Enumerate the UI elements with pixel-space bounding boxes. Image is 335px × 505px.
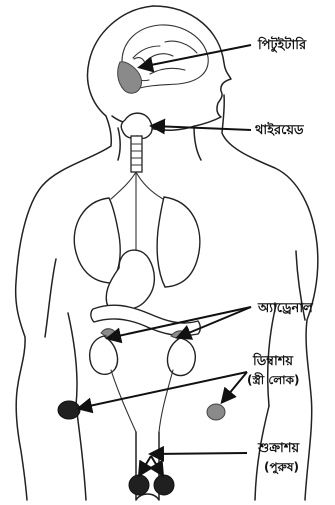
left-arm-line xyxy=(45,259,56,337)
ovary-arrow-left xyxy=(80,372,247,408)
ureters xyxy=(111,370,173,432)
label-ovary-line-1: ডিম্বাশয় xyxy=(252,352,294,369)
left-kidney xyxy=(90,336,118,374)
label-pituitary: পিটুইটারি xyxy=(257,36,307,53)
left-testis xyxy=(129,475,149,495)
testes-arrow-right xyxy=(151,456,162,474)
pituitary-gland xyxy=(118,62,142,93)
left-lung xyxy=(74,198,120,283)
bronchi xyxy=(111,172,163,199)
left-ovary xyxy=(58,401,80,419)
label-thyroid: থাইরয়েড xyxy=(255,121,304,138)
testes-arrow-left xyxy=(140,456,151,474)
label-adrenal: অ্যাড্রেনাল xyxy=(257,301,314,316)
thyroid-gland xyxy=(121,113,152,138)
right-ovary xyxy=(207,404,225,420)
right-kidney xyxy=(167,338,195,376)
testes-arrow-stem xyxy=(152,453,247,454)
pituitary-stalk xyxy=(134,58,145,63)
label-testes-line-1: শুক্রাশয় xyxy=(257,441,301,456)
right-lung xyxy=(157,197,200,287)
label-ovary-line-2: (স্ত্রী লোক) xyxy=(247,372,300,387)
label-testes-line-2: (পুরুষ) xyxy=(264,460,299,476)
trachea xyxy=(131,136,142,172)
right-testis xyxy=(154,475,174,495)
pituitary-arrow xyxy=(141,45,251,67)
